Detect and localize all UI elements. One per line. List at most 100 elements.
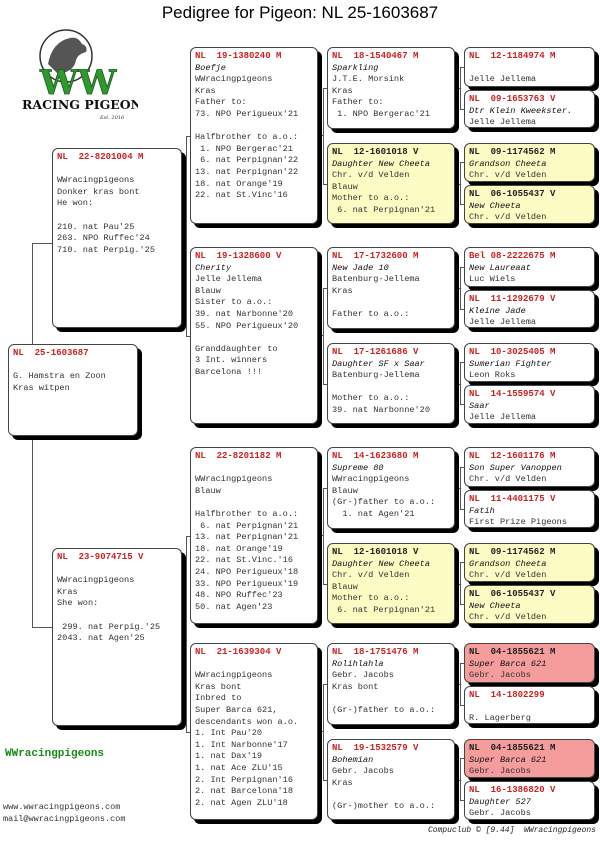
pigeon-info-line: (Gr-)father to a.o.:: [332, 497, 436, 508]
pigeon-info-line: 55. NPO Perigueux'20: [195, 320, 299, 331]
connector-line: [318, 135, 323, 136]
website-link[interactable]: www.wwracingpigeons.com: [3, 802, 121, 812]
connector-line: [323, 780, 327, 781]
pigeon-name: Super Barca 621: [469, 658, 547, 669]
ring-number: NL 17-1732600 M: [332, 251, 419, 261]
pigeon-info-line: ​: [57, 210, 177, 222]
pigeon-info-line: Super Barca 621,: [195, 704, 278, 715]
pigeon-info-line: Granddaughter to: [195, 343, 278, 354]
pigeon-info-line: Kras: [332, 285, 353, 296]
ring-number: NL 19-1532579 V: [332, 743, 419, 753]
ring-number: NL 25-1603687: [13, 348, 89, 358]
connector-line: [186, 535, 187, 732]
pigeon-name: Daughter New Cheeta: [332, 558, 430, 569]
connector-line: [460, 467, 464, 468]
pigeon-info-line: Father to:: [332, 97, 384, 108]
connector-line: [32, 243, 33, 344]
pigeon-info-line: Halfbrother to a.o.:: [195, 132, 299, 143]
connector-line: [323, 88, 324, 184]
connector-line: [460, 309, 464, 310]
connector-line: [455, 384, 460, 385]
pigeon-info-line: Chr. v/d Velden: [332, 570, 410, 581]
pigeon-info-line: Gebr. Jacobs: [332, 670, 394, 681]
pigeon-info-line: 1. nat Agen'21: [332, 508, 415, 519]
pigeon-info-line: (Gr-)mother to a.o.:: [332, 800, 436, 811]
pigeon-name: Kleine Jade: [469, 305, 526, 316]
pigeon-name: New Laureaat: [469, 262, 531, 273]
pigeon-name: Dtr Klein Kweekster.: [469, 105, 573, 116]
pigeon-name: New Cheeta: [469, 200, 521, 211]
connector-line: [323, 184, 327, 185]
pigeon-info-line: ​: [332, 382, 450, 394]
connector-line: [323, 584, 327, 585]
pigeon-info-line: 1. Int Pau'20: [195, 728, 263, 739]
pigeon-info-line: Mother to a.o.:: [332, 393, 410, 404]
pigeon-name: ​: [469, 63, 590, 75]
pigeon-info-line: WWracingpigeons: [195, 670, 273, 681]
pigeon-info-line: 50. nat Agen'23: [195, 601, 273, 612]
connector-line: [460, 404, 464, 405]
pigeon-info-line: Kras: [332, 777, 353, 788]
connector-line: [460, 800, 464, 801]
pigeon-info-line: Gebr. Jacobs: [469, 766, 531, 777]
connector-line: [460, 267, 464, 268]
pigeon-info-line: Blauw: [195, 285, 221, 296]
pigeon-info-line: descendants won a.o.: [195, 716, 299, 727]
connector-line: [318, 535, 323, 536]
pigeon-info-line: 18. nat Orange'19: [195, 178, 283, 189]
connector-line: [460, 267, 461, 309]
connector-line: [455, 684, 460, 685]
pigeon-info-line: Blauw: [332, 485, 358, 496]
ring-number: NL 14-1623680 M: [332, 451, 419, 461]
ring-number: NL 12-1184974 M: [469, 51, 556, 61]
pigeon-info-line: Jelle Jellema: [469, 117, 537, 128]
pigeon-info-line: Gebr. Jacobs: [469, 808, 531, 819]
pigeon-card-mf[interactable]: NL 22-8201182 M​WWracingpigeonsBlauw​Hal…: [190, 447, 318, 624]
email-link[interactable]: mail@wwracingpigeons.com: [3, 814, 126, 824]
pigeon-name: Saar: [469, 400, 490, 411]
ring-number: NL 23-9074715 V: [57, 552, 144, 562]
pigeon-info-line: Leon Roks: [469, 370, 516, 381]
pigeon-info-line: She won:: [57, 598, 99, 609]
pigeon-card-mmfm[interactable]: NL 14-1802299​R. Lagerberg: [464, 686, 595, 724]
pigeon-info-line: 1. nat Ace ZLU'15: [195, 762, 283, 773]
connector-line: [455, 488, 460, 489]
ring-number: NL 18-1751476 M: [332, 647, 419, 657]
pigeon-name: Supreme 80: [332, 462, 384, 473]
pigeon-info-line: First Prize Pigeons: [469, 517, 567, 528]
ring-number: NL 22-8201004 M: [57, 152, 144, 162]
pigeon-info-line: 33. NPO Perigueux'19: [195, 578, 299, 589]
pigeon-name: Super Barca 621: [469, 754, 547, 765]
pigeon-card-ffff[interactable]: NL 12-1184974 M​Jelle Jellema: [464, 47, 595, 87]
pigeon-info-line: ​: [195, 497, 313, 509]
connector-line: [460, 663, 461, 705]
